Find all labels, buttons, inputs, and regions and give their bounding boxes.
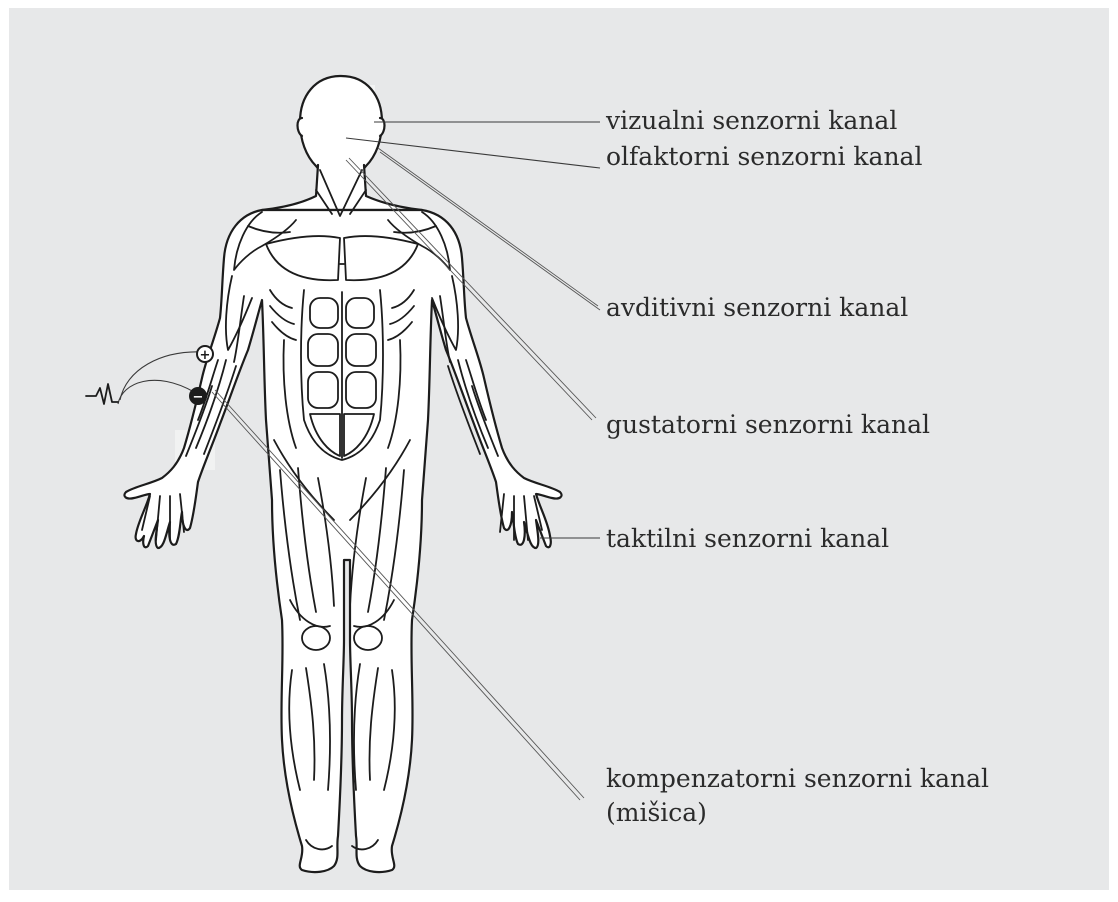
positive-electrode-symbol: + <box>200 348 211 363</box>
body-outline <box>124 76 561 872</box>
label-visual-channel: vizualni senzorni kanal <box>606 106 897 136</box>
label-auditory-channel: avditivni senzorni kanal <box>606 293 908 323</box>
signal-waveform-icon <box>86 384 118 404</box>
label-compensatory-note: (mišica) <box>606 798 707 828</box>
label-compensatory-channel: kompenzatorni senzorni kanal <box>606 764 989 794</box>
torso-silhouette <box>124 210 561 872</box>
negative-electrode-symbol: − <box>193 390 204 405</box>
label-gustatory-channel: gustatorni senzorni kanal <box>606 410 930 440</box>
label-tactile-channel: taktilni senzorni kanal <box>606 524 889 554</box>
leader-olfactory <box>346 138 600 168</box>
emg-electrodes: + − <box>86 346 213 405</box>
label-olfactory-channel: olfaktorni senzorni kanal <box>606 142 922 172</box>
